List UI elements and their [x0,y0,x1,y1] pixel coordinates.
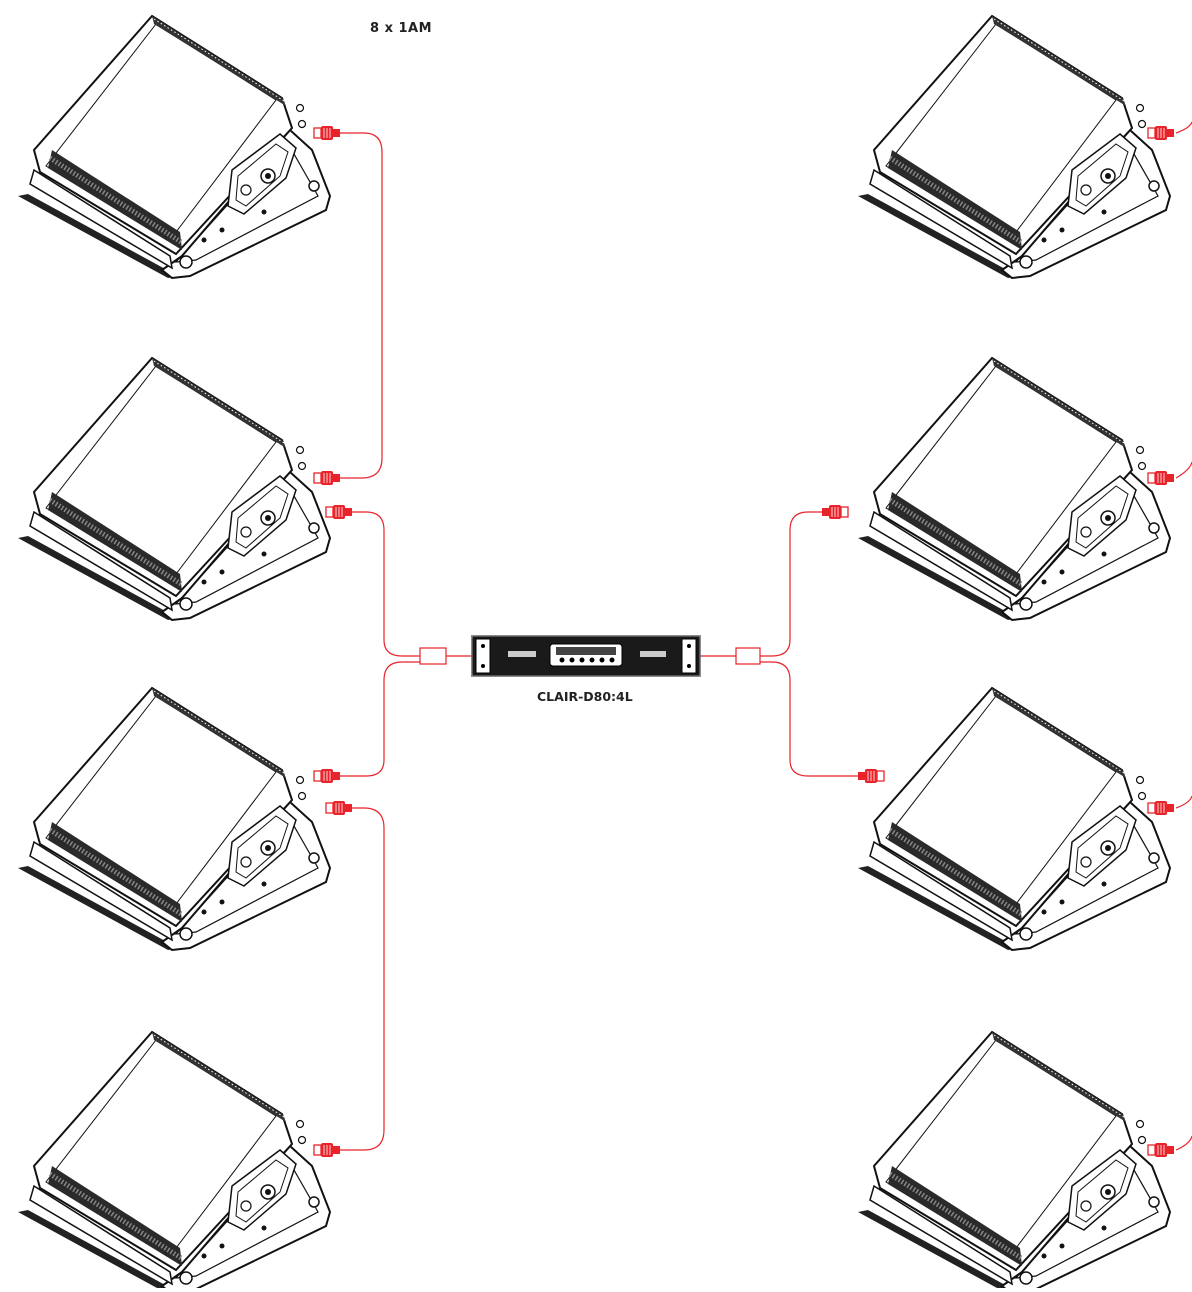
connector [313,125,341,141]
cables-right [700,121,1192,1151]
cables-left [340,132,474,1151]
connector [1147,800,1175,816]
connector [857,768,885,784]
connector [313,1142,341,1158]
speaker-right-1 [858,16,1170,278]
splitter-left [419,647,447,665]
speaker-left-1 [18,16,330,278]
speaker-right-4 [858,1032,1170,1288]
connector [325,504,353,520]
connector [313,470,341,486]
connector [313,768,341,784]
speaker-left-2 [18,358,330,620]
connector [325,800,353,816]
diagram-title: 8 x 1AM [370,21,433,36]
connector [821,504,849,520]
connector [1147,1142,1175,1158]
connector [1147,125,1175,141]
amplifier-label: CLAIR-D80:4L [537,689,633,704]
speaker-right-3 [858,688,1170,950]
amplifier [471,635,701,677]
speaker-right-2 [858,358,1170,620]
splitter-right [735,647,761,665]
speaker-left-3 [18,688,330,950]
speaker-left-4 [18,1032,330,1288]
connector [1147,470,1175,486]
